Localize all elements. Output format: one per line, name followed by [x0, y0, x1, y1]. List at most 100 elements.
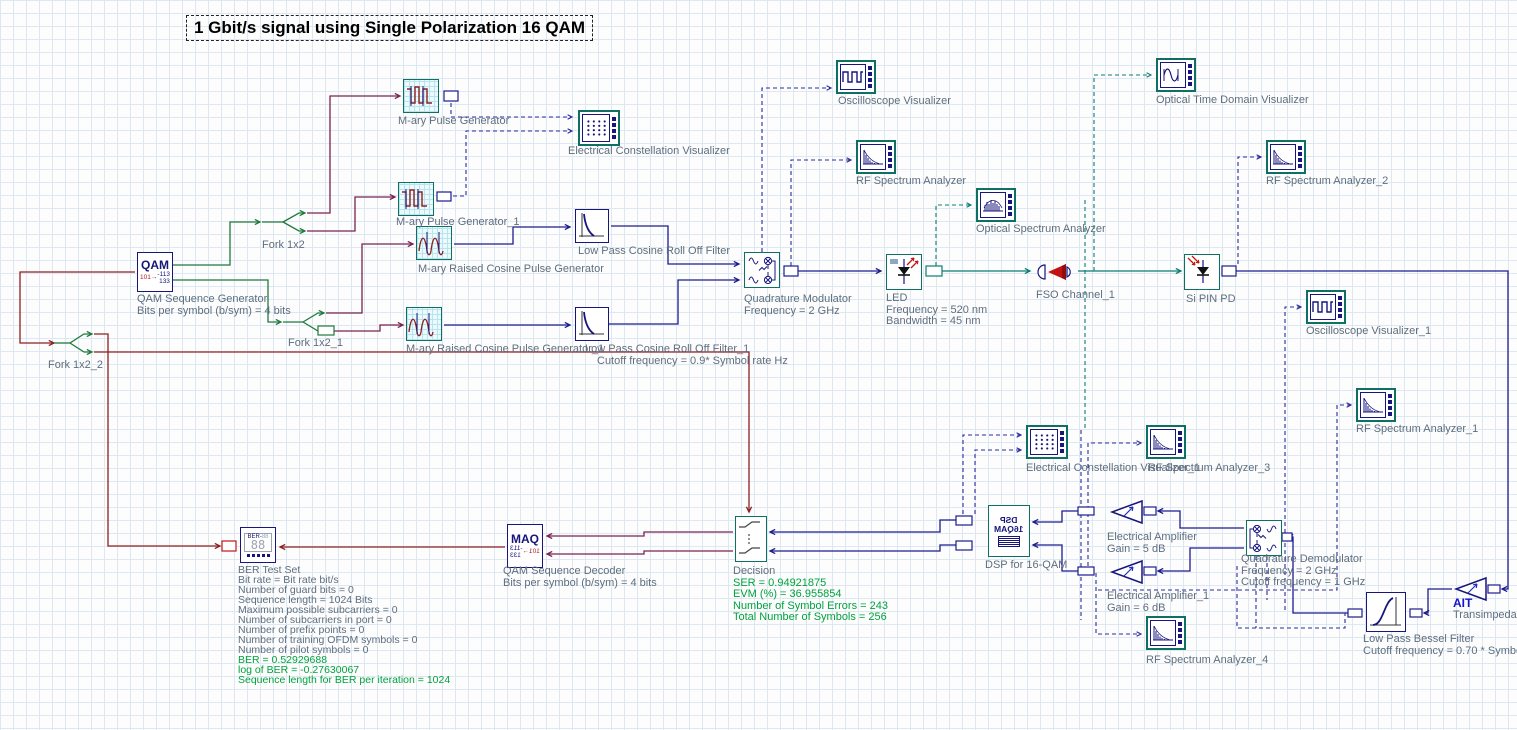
dsp-label: DSP for 16-QAM: [985, 559, 1068, 571]
qam-generator-icon: QAM: [141, 258, 169, 272]
constellation-grid-icon: [1030, 429, 1058, 455]
oscilloscope-visualizer-1-label: Oscilloscope Visualizer_1: [1306, 325, 1432, 337]
decision-component[interactable]: [735, 516, 767, 562]
quadrature-modulator[interactable]: [744, 252, 780, 288]
rf-spectrum-icon: [1150, 429, 1176, 455]
rf-spectrum-analyzer-2[interactable]: [1266, 140, 1306, 174]
amplifier-triangle-icon: [1453, 576, 1487, 602]
visualizer-buttons: [888, 146, 892, 168]
rf-spectrum-analyzer-label: RF Spectrum Analyzer: [856, 175, 967, 187]
optical-spectrum-icon: [980, 192, 1006, 218]
ber-display-icon: BER-88 88: [244, 533, 272, 552]
dsp-stack-icon: [998, 535, 1020, 547]
led-component[interactable]: [886, 254, 922, 290]
visualizer-buttons: [1060, 431, 1064, 453]
oscilloscope-visualizer-1[interactable]: [1306, 290, 1346, 324]
diagram-title[interactable]: 1 Gbit/s signal using Single Polarizatio…: [186, 15, 594, 41]
rf-spectrum-analyzer-1-label: RF Spectrum Analyzer_1: [1356, 423, 1479, 435]
optical-time-domain-visualizer[interactable]: [1156, 58, 1196, 92]
mary-raised-cosine-pulse-generator-1[interactable]: [406, 307, 442, 341]
visualizer-buttons: [1008, 194, 1012, 216]
mary-wires: [173, 92, 733, 558]
visualizer-buttons: [1178, 431, 1182, 453]
led-diode-icon: [890, 257, 919, 284]
fso-channel-label: FSO Channel_1: [1036, 289, 1115, 301]
visualizer-buttons: [612, 117, 616, 139]
pulse-waveform-icon: [402, 189, 427, 209]
ait-label: AIT Transimpedanc: [1453, 596, 1517, 621]
rf-spectrum-analyzer-4[interactable]: [1146, 616, 1186, 650]
rf-spectrum-analyzer-4-label: RF Spectrum Analyzer_4: [1146, 654, 1269, 666]
rf-spectrum-icon: [1360, 392, 1386, 418]
lp-cosine-filter-label: Low Pass Cosine Roll Off Filter: [578, 245, 731, 257]
optical-spectrum-analyzer[interactable]: [976, 188, 1016, 222]
oscilloscope-visualizer-label: Oscilloscope Visualizer: [838, 95, 951, 107]
electrical-constellation-visualizer-1[interactable]: [1026, 425, 1068, 459]
low-pass-cosine-roll-off-filter-1[interactable]: [575, 307, 609, 341]
raised-cosine-waveform-icon: [418, 232, 444, 256]
ait-transimpedance-amplifier[interactable]: [1448, 574, 1492, 609]
amplifier-triangle-icon: [1109, 499, 1143, 525]
mary-raised-cosine-label: M-ary Raised Cosine Pulse Generator: [418, 263, 604, 275]
mary-raised-cosine-pulse-generator[interactable]: [416, 226, 452, 260]
mary-pulse-generator-label: M-ary Pulse Generator: [398, 115, 510, 127]
low-pass-bessel-filter[interactable]: [1366, 592, 1406, 632]
mary-pulse-generator[interactable]: [403, 79, 439, 113]
ber-test-set[interactable]: BER-88 88: [240, 527, 276, 563]
port-boxes: [221, 90, 1501, 618]
electrical-amplifier-1[interactable]: [1104, 558, 1148, 591]
iq-mixer-icon: [1249, 524, 1277, 553]
oscilloscope-visualizer[interactable]: [836, 60, 876, 94]
rf-spectrum-analyzer-1[interactable]: [1356, 388, 1396, 422]
visualizer-buttons: [1338, 296, 1342, 318]
quadrature-demodulator-label: Quadrature Demodulator Frequency = 2 GHz…: [1241, 553, 1366, 588]
monitor-wires: [450, 72, 1353, 637]
photodiode-icon: [1187, 255, 1209, 283]
mary-pulse-generator-1-label: M-ary Pulse Generator_1: [396, 216, 520, 228]
rf-spectrum-icon: [860, 144, 886, 170]
fork-1x2-1-label: Fork 1x2_1: [288, 337, 344, 349]
mary-pulse-generator-1[interactable]: [398, 182, 434, 216]
ber-buttons-icon: [246, 554, 270, 557]
bessel-curve-icon: [1370, 597, 1401, 626]
sine-wave-icon: [1160, 62, 1186, 88]
visualizer-buttons: [1188, 64, 1192, 86]
rf-spectrum-analyzer-3[interactable]: [1146, 425, 1186, 459]
square-wave-icon: [1310, 294, 1336, 320]
si-pin-photodiode[interactable]: [1184, 254, 1220, 290]
electrical-amplifier[interactable]: [1104, 498, 1148, 531]
lowpass-curve-icon: [579, 213, 604, 237]
decision-label: Decision SER = 0.94921875 EVM (%) = 36.9…: [733, 565, 888, 623]
low-pass-cosine-roll-off-filter[interactable]: [575, 209, 609, 243]
raised-cosine-waveform-icon: [408, 313, 434, 337]
visualizer-buttons: [1298, 146, 1302, 168]
fork-glyphs: [54, 209, 326, 356]
electrical-constellation-visualizer[interactable]: [578, 110, 620, 146]
lowpass-curve-icon: [579, 311, 604, 335]
rf-spectrum-analyzer[interactable]: [856, 140, 896, 174]
fso-channel[interactable]: [1036, 261, 1076, 288]
visualizer-buttons: [1388, 394, 1392, 416]
rf-spectrum-icon: [1270, 144, 1296, 170]
quadrature-demodulator[interactable]: [1246, 520, 1282, 556]
slicer-icon: [739, 521, 760, 554]
rf-spectrum-analyzer-3-label: RF Spectrum Analyzer_3: [1148, 462, 1271, 474]
elec-constellation-vis-1-label: Electrical Constellation Visualizer_1: [1026, 462, 1201, 474]
elec-constellation-vis-label: Electrical Constellation Visualizer: [568, 145, 730, 157]
visualizer-buttons: [868, 66, 872, 88]
iq-mixer-icon: [748, 256, 776, 285]
optical-spectrum-analyzer-label: Optical Spectrum Analyzer: [976, 223, 1106, 235]
fso-horn-icon: [1037, 264, 1071, 280]
